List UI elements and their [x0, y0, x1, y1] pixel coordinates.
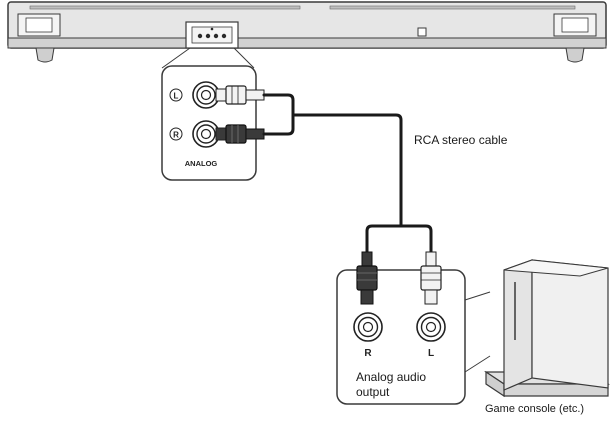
sound-bar — [7, 1, 607, 63]
cable-label: RCA stereo cable — [414, 133, 508, 147]
console-callout-lines — [464, 291, 491, 373]
soundbar-analog-panel: L R ANALOG — [161, 65, 257, 181]
soundbar-jack-right: R — [169, 120, 220, 148]
rca-plug-black-console — [356, 251, 378, 305]
game-console-label: Game console (etc.) — [485, 403, 585, 415]
game-console-illustration — [484, 259, 610, 398]
rca-cable — [262, 93, 433, 254]
soundbar-panel-label: ANALOG — [185, 159, 218, 168]
analog-output-label-line1: Analog audio — [356, 370, 427, 384]
rca-plug-white-soundbar — [215, 85, 265, 105]
console-jack-left-label: L — [428, 348, 434, 359]
soundbar-jack-right-label: R — [173, 131, 179, 140]
console-jack-right-label: R — [364, 348, 372, 359]
rca-plug-black-soundbar — [215, 124, 265, 144]
console-jack-left: L — [416, 312, 446, 359]
zoom-callout-lines — [161, 47, 255, 69]
soundbar-jack-left-label: L — [174, 92, 179, 101]
soundbar-jack-left: L — [169, 81, 220, 109]
analog-output-label-line2: output — [356, 385, 390, 399]
console-jack-right: R — [353, 312, 383, 359]
rca-plug-white-console — [420, 251, 442, 305]
